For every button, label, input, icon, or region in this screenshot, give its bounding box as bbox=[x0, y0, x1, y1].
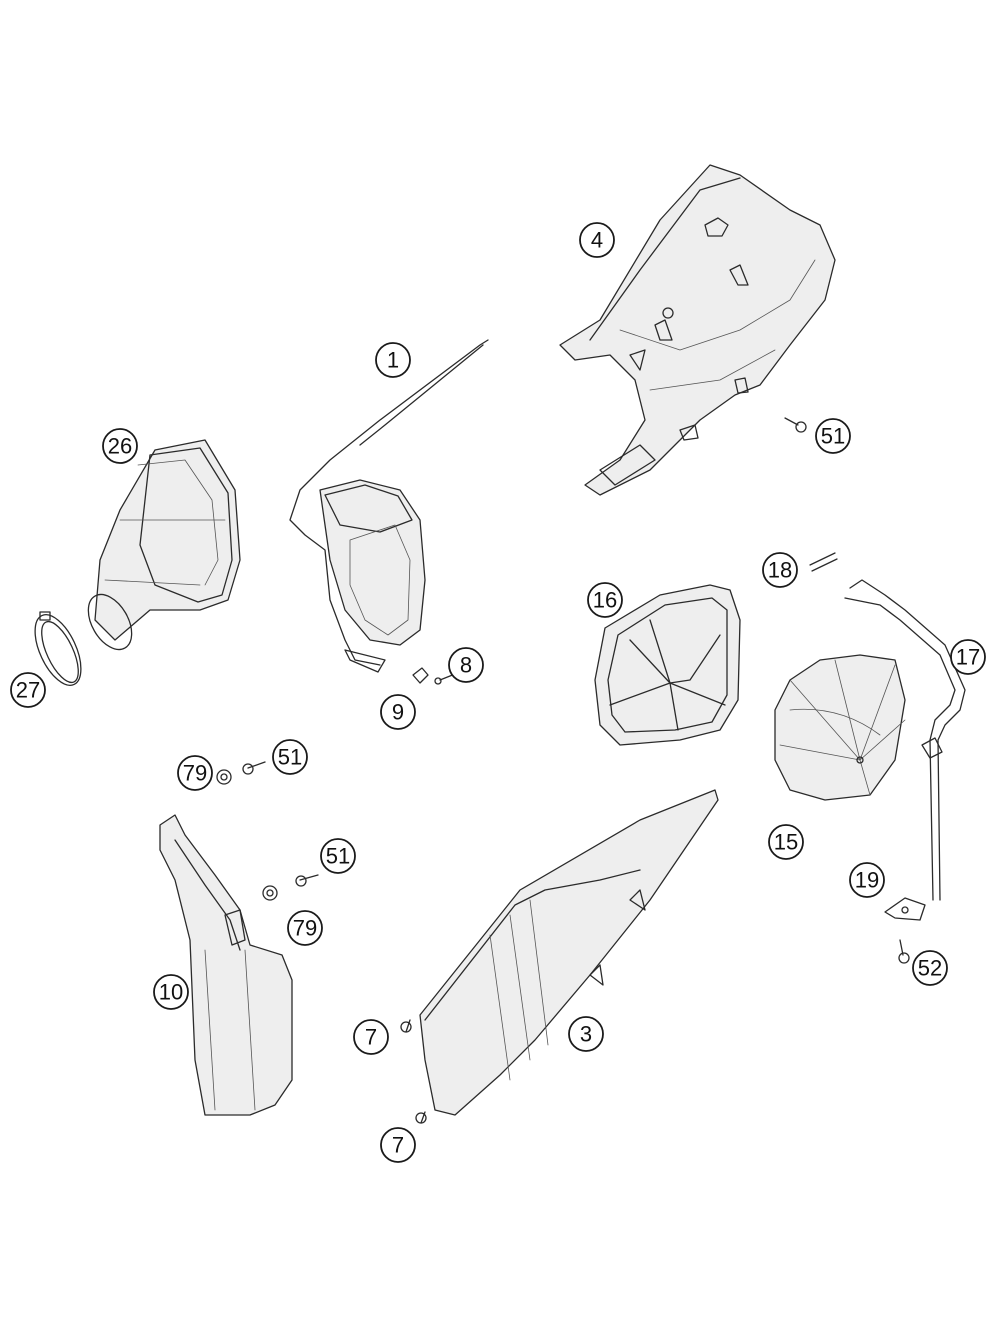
svg-text:16: 16 bbox=[593, 588, 617, 613]
screws-7-drawing bbox=[400, 1019, 427, 1124]
svg-text:10: 10 bbox=[159, 980, 183, 1005]
svg-text:79: 79 bbox=[183, 761, 207, 786]
screw-52-drawing bbox=[898, 939, 910, 964]
callout-16: 16 bbox=[587, 582, 623, 618]
callout-26: 26 bbox=[102, 428, 138, 464]
svg-text:15: 15 bbox=[774, 830, 798, 855]
callout-52: 52 bbox=[912, 950, 948, 986]
side-cover-drawing bbox=[419, 789, 719, 1116]
intake-boot-drawing bbox=[87, 439, 241, 651]
callout-10: 10 bbox=[153, 974, 189, 1010]
washer-screw-lower-drawing bbox=[262, 874, 319, 901]
air-filter-drawing bbox=[774, 654, 906, 801]
callout-1: 1 bbox=[375, 342, 411, 378]
svg-text:19: 19 bbox=[855, 868, 879, 893]
bracket-19-drawing bbox=[884, 897, 926, 921]
svg-text:4: 4 bbox=[591, 228, 603, 253]
svg-text:1: 1 bbox=[387, 348, 399, 373]
callout-9: 9 bbox=[380, 694, 416, 730]
svg-text:51: 51 bbox=[278, 745, 302, 770]
washer-screw-upper-drawing bbox=[216, 761, 266, 785]
mudguard-drawing bbox=[159, 814, 293, 1116]
svg-text:8: 8 bbox=[460, 653, 472, 678]
callout-19: 19 bbox=[849, 862, 885, 898]
filter-cage-drawing bbox=[594, 584, 741, 746]
callout-15: 15 bbox=[768, 824, 804, 860]
svg-text:7: 7 bbox=[365, 1025, 377, 1050]
callout-7-lower: 7 bbox=[380, 1127, 416, 1163]
svg-text:51: 51 bbox=[821, 424, 845, 449]
callout-79-lower: 79 bbox=[287, 910, 323, 946]
svg-text:26: 26 bbox=[108, 434, 132, 459]
svg-text:27: 27 bbox=[16, 678, 40, 703]
svg-text:3: 3 bbox=[580, 1022, 592, 1047]
airbox-drawing bbox=[559, 164, 836, 496]
callout-51-left-lower: 51 bbox=[320, 838, 356, 874]
svg-text:17: 17 bbox=[956, 645, 980, 670]
callout-7-upper: 7 bbox=[353, 1019, 389, 1055]
svg-text:51: 51 bbox=[326, 844, 350, 869]
screw-51-top-drawing bbox=[784, 417, 807, 433]
callout-4: 4 bbox=[579, 222, 615, 258]
pin-18-drawing bbox=[809, 552, 838, 572]
callout-27: 27 bbox=[10, 672, 46, 708]
callout-3: 3 bbox=[568, 1016, 604, 1052]
airbox-frame-drawing bbox=[289, 339, 489, 673]
hose-clamp-drawing bbox=[34, 611, 82, 686]
callout-51-left-upper: 51 bbox=[272, 739, 308, 775]
callout-17: 17 bbox=[950, 639, 986, 675]
callout-51-top: 51 bbox=[815, 418, 851, 454]
svg-text:9: 9 bbox=[392, 700, 404, 725]
callout-79-upper: 79 bbox=[177, 755, 213, 791]
svg-text:18: 18 bbox=[768, 558, 792, 583]
svg-text:52: 52 bbox=[918, 956, 942, 981]
callout-18: 18 bbox=[762, 552, 798, 588]
callout-8: 8 bbox=[448, 647, 484, 683]
svg-text:7: 7 bbox=[392, 1133, 404, 1158]
svg-text:79: 79 bbox=[293, 916, 317, 941]
